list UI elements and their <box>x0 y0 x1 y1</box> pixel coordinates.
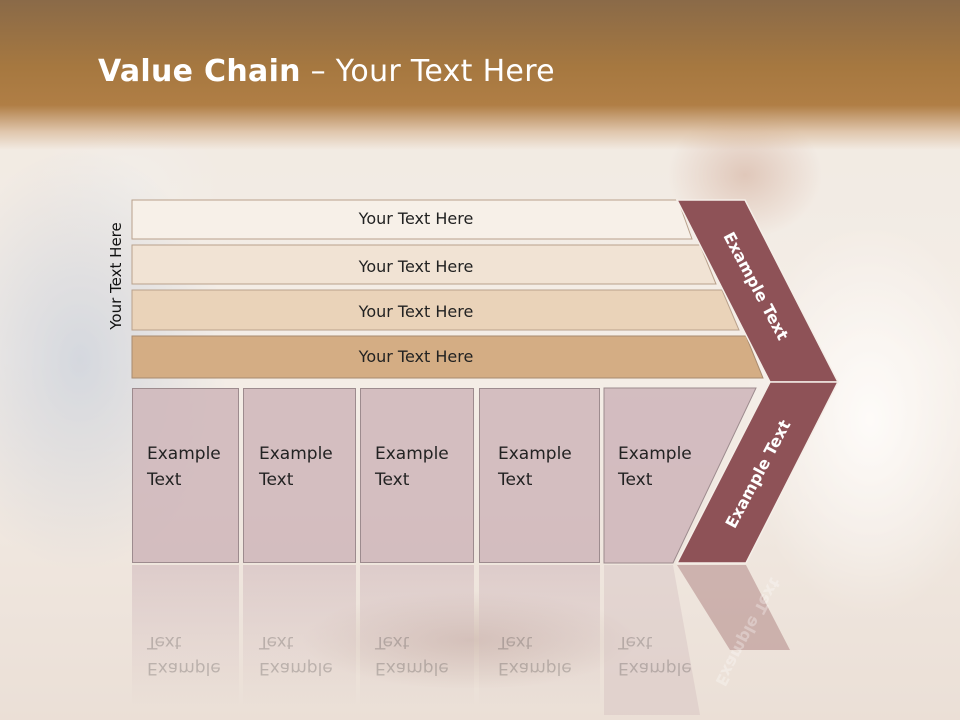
box-5-reflection <box>604 565 700 715</box>
box-2-reflection-line1: Example <box>259 658 333 678</box>
box-1[interactable] <box>132 388 239 563</box>
row-bar-1[interactable] <box>131 199 693 240</box>
slide-title: Value Chain – Your Text Here <box>98 54 555 89</box>
chevron-lower[interactable] <box>675 381 840 564</box>
box-1-reflection-line2: Text <box>147 632 182 652</box>
title-bold: Value Chain <box>98 54 301 89</box>
box-5-line2: Text <box>618 470 653 490</box>
box-5-line1: Example <box>618 444 692 464</box>
row-bar-2[interactable] <box>131 244 717 285</box>
box-4-line2: Text <box>498 470 533 490</box>
box-2-reflection-text: Example Text <box>259 629 333 681</box>
box-3-reflection-line1: Example <box>375 658 449 678</box>
box-4-line1: Example <box>498 444 572 464</box>
side-label: Your Text Here <box>107 222 125 330</box>
row-label-2: Your Text Here <box>358 257 474 276</box>
box-4-reflection-line1: Example <box>498 658 572 678</box>
box-1-reflection-line1: Example <box>147 658 221 678</box>
box-3-reflection-line2: Text <box>375 632 410 652</box>
box-5-shape[interactable] <box>603 387 757 564</box>
box-1-reflection <box>132 565 239 715</box>
title-band <box>0 0 960 150</box>
row-bar-3[interactable] <box>131 289 740 331</box>
box-2-line1: Example <box>259 444 333 464</box>
row-label-3: Your Text Here <box>358 302 474 321</box>
box-2[interactable] <box>243 388 356 563</box>
row-label-4: Your Text Here <box>358 347 474 366</box>
box-1-reflection-text: Example Text <box>147 629 221 681</box>
box-3-line1: Example <box>375 444 449 464</box>
box-2-reflection <box>243 565 356 715</box>
box-5-reflection-line2: Text <box>618 632 653 652</box>
box-1-line1: Example <box>147 444 221 464</box>
box-3-reflection <box>360 565 474 715</box>
box-3[interactable] <box>360 388 474 563</box>
box-4-reflection-text: Example Text <box>498 629 572 681</box>
box-4-reflection-line2: Text <box>498 632 533 652</box>
row-bar-4[interactable] <box>131 335 764 379</box>
box-1-line2: Text <box>147 470 182 490</box>
box-3-reflection-text: Example Text <box>375 629 449 681</box>
box-5-reflection-text: Example Text <box>618 629 692 681</box>
chevron-lower-reflection <box>677 565 790 650</box>
row-label-1: Your Text Here <box>358 209 474 228</box>
box-4-reflection <box>479 565 600 715</box>
box-4[interactable] <box>479 388 600 563</box>
box-3-line2: Text <box>375 470 410 490</box>
box-2-line2: Text <box>259 470 294 490</box>
box-5-reflection-line1: Example <box>618 658 692 678</box>
box-2-reflection-line2: Text <box>259 632 294 652</box>
title-rest: – Your Text Here <box>300 54 555 89</box>
